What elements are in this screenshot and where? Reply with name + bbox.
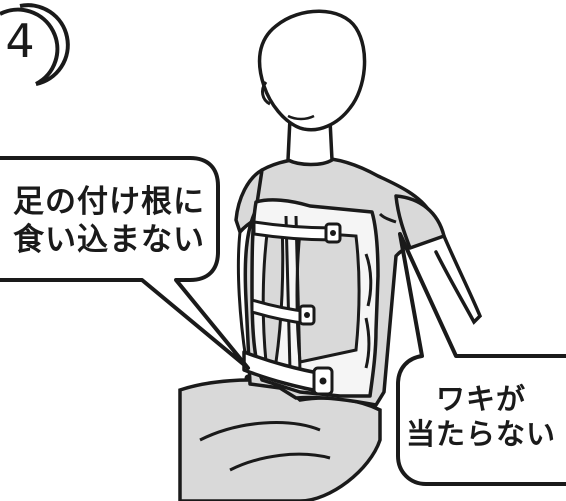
thigh-fold-2 <box>229 452 331 472</box>
brace-strut-right <box>294 215 302 373</box>
callout-right-text: ワキが 当たらない <box>396 382 566 453</box>
strap-bottom-rivet <box>319 377 327 385</box>
ear <box>261 81 271 106</box>
strap-top-rivet <box>330 230 336 236</box>
strap-middle-rivet <box>304 312 310 318</box>
callout-left-bubble <box>0 156 250 370</box>
back-brace <box>250 198 380 398</box>
strap-bottom-rivet-left <box>244 374 252 382</box>
brace-side-slit-1 <box>364 253 373 307</box>
callout-right-bubble <box>396 232 566 486</box>
callout-left-shape <box>0 156 250 370</box>
callout-left-line-1: 足の付け根に <box>13 184 205 220</box>
armpit-crease <box>378 212 397 224</box>
step-circle-outline <box>0 7 60 86</box>
brace-strut-left <box>284 215 292 371</box>
callout-right-line-1: ワキが <box>435 382 526 416</box>
brace-straps <box>242 220 342 396</box>
callout-right-line-2: 当たらない <box>405 417 556 452</box>
brace-window-left <box>261 224 285 364</box>
callout-left-text: 足の付け根に 食い込まない <box>0 184 218 260</box>
right-arm <box>434 234 483 325</box>
callout-right-shape <box>396 232 566 486</box>
figure-head <box>257 9 367 167</box>
brace-side-slit-2 <box>364 317 371 369</box>
callout-left-line-2: 食い込まない <box>13 221 205 258</box>
step-number-badge <box>0 3 70 86</box>
step-circle-arc-right <box>19 3 70 86</box>
brace-window-right <box>295 230 361 364</box>
step-number: 4 <box>5 14 35 68</box>
left-arm <box>236 231 248 361</box>
jaw-line <box>287 114 315 121</box>
head-outline <box>257 9 367 132</box>
thigh-fold <box>199 421 321 442</box>
